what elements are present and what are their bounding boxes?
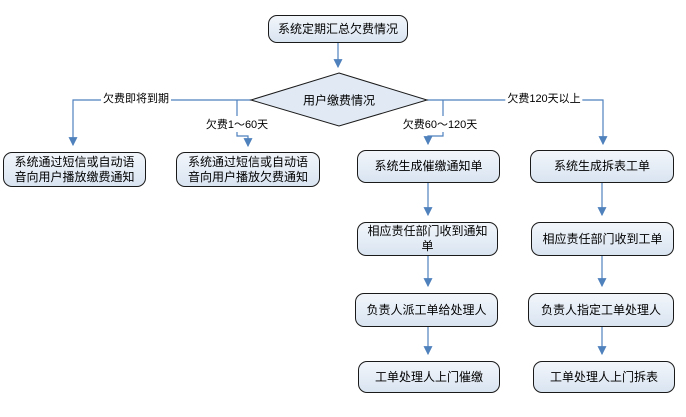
node-branch3-generate-notice: 系统生成催缴通知单 bbox=[357, 150, 500, 183]
node-branch1-payment-notice: 系统通过短信或自动语音向用户播放缴费通知 bbox=[3, 152, 146, 187]
edge-label-60-120-days: 欠费60～120天 bbox=[400, 116, 480, 132]
node-branch3-dept-receive-notice: 相应责任部门收到通知单 bbox=[357, 222, 498, 256]
edge-label-120-plus-days: 欠费120天以上 bbox=[505, 90, 583, 106]
node-branch3-assign-order: 负责人派工单给处理人 bbox=[355, 293, 498, 327]
node-branch4-generate-removal-order: 系统生成拆表工单 bbox=[530, 150, 674, 183]
node-start: 系统定期汇总欠费情况 bbox=[268, 15, 408, 43]
edge-label-1-60-days: 欠费1～60天 bbox=[203, 116, 271, 132]
node-branch2-arrears-notice: 系统通过短信或自动语音向用户播放欠费通知 bbox=[176, 152, 320, 187]
arrow-branch1-due-soon bbox=[68, 99, 251, 147]
node-branch3-door-collect: 工单处理人上门催缴 bbox=[358, 361, 500, 393]
node-branch4-dept-receive-order: 相应责任部门收到工单 bbox=[531, 222, 674, 256]
node-branch4-door-remove-meter: 工单处理人上门拆表 bbox=[533, 361, 675, 393]
decision-diamond bbox=[249, 72, 429, 127]
node-branch4-designate-handler: 负责人指定工单处理人 bbox=[528, 293, 674, 327]
edge-label-due-soon: 欠费即将到期 bbox=[101, 90, 171, 106]
decision-label: 用户缴费情况 bbox=[302, 93, 376, 108]
arrow-branch4-120-plus-days bbox=[427, 99, 608, 146]
